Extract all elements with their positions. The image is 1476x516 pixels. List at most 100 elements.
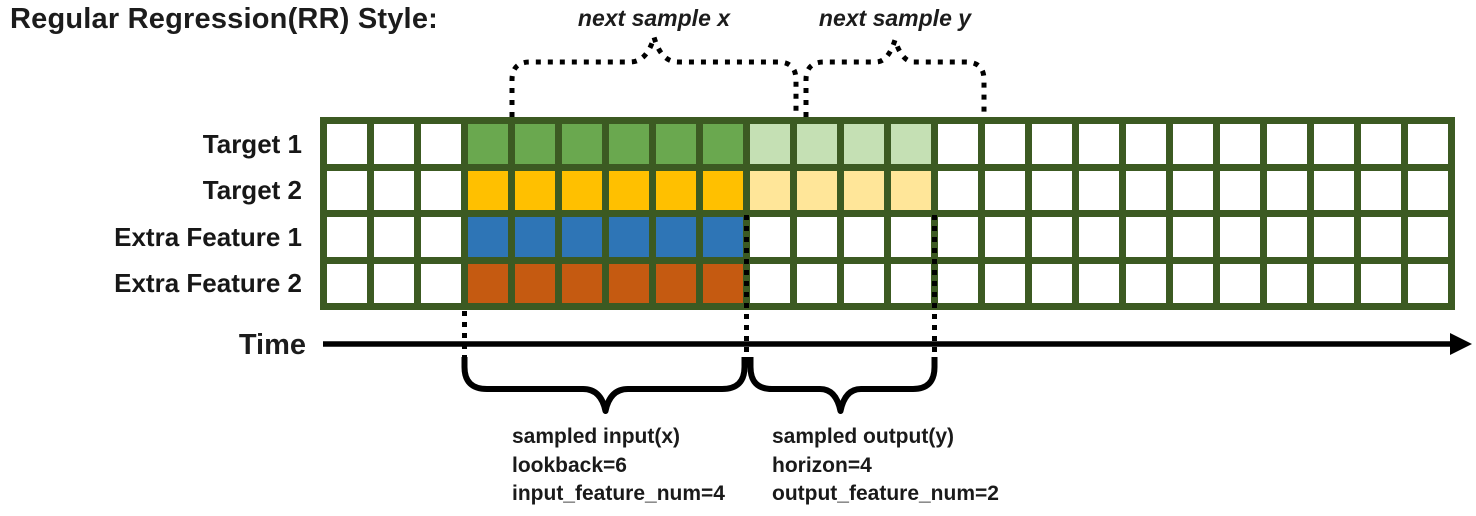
grid-cell (1032, 263, 1072, 303)
grid-cell (985, 263, 1025, 303)
grid-cell (374, 217, 414, 257)
grid-cell (891, 263, 931, 303)
grid-cell (421, 263, 461, 303)
grid-cell (1126, 170, 1166, 210)
grid-cell (891, 170, 931, 210)
grid-cell (891, 124, 931, 164)
sampled-output-line: sampled output(y) (772, 425, 954, 448)
grid-cell (1173, 263, 1213, 303)
grid-cell (327, 263, 367, 303)
horizon-line: horizon=4 (772, 453, 872, 477)
sampled-output-note: sampled output(y) horizon=4 output_featu… (772, 423, 999, 509)
grid-cell (515, 263, 555, 303)
grid-cell (1361, 124, 1401, 164)
sampled-input-note: sampled input(x) lookback=6 input_featur… (512, 423, 725, 509)
grid-cell (750, 217, 790, 257)
grid-cell (844, 170, 884, 210)
row-label: Extra Feature 2 (114, 268, 302, 298)
grid-cell (1267, 170, 1307, 210)
grid-cell (1126, 124, 1166, 164)
grid-cell (703, 170, 743, 210)
grid-cell (1079, 124, 1119, 164)
grid-cell (797, 170, 837, 210)
grid-cell (985, 170, 1025, 210)
grid-cell (1220, 124, 1260, 164)
grid-cell (327, 124, 367, 164)
grid-cell (703, 124, 743, 164)
sampled-output-brace-icon (747, 357, 938, 414)
grid-cell (609, 170, 649, 210)
grid-cell (468, 263, 508, 303)
grid-cell (468, 217, 508, 257)
grid-cell (1173, 170, 1213, 210)
grid-cell (656, 170, 696, 210)
grid-cell (656, 217, 696, 257)
grid-cell (1267, 217, 1307, 257)
sampled-input-brace-icon (461, 357, 748, 414)
grid-cell (703, 217, 743, 257)
grid-cell (1361, 217, 1401, 257)
grid-cell (1314, 170, 1354, 210)
row-label: Extra Feature 1 (114, 221, 302, 252)
grid-cell (1032, 170, 1072, 210)
grid-cell (797, 263, 837, 303)
grid-cell (1408, 170, 1448, 210)
grid-cell (1032, 217, 1072, 257)
row-labels: Target 1 Target 2 Extra Feature 1 Extra Fea… (0, 0, 312, 320)
grid-cell (656, 263, 696, 303)
grid-cell (1079, 170, 1119, 210)
grid-cell (1314, 217, 1354, 257)
grid-cell (1173, 124, 1213, 164)
next-sample-x-label: next sample x (577, 5, 731, 31)
grid-cell (844, 124, 884, 164)
next-sample-x-brace-icon (509, 27, 799, 117)
grid-cell (1126, 263, 1166, 303)
grid-cell (374, 263, 414, 303)
grid-cell (1220, 263, 1260, 303)
grid-cell (938, 217, 978, 257)
grid-cell (1126, 217, 1166, 257)
grid-cell (562, 217, 602, 257)
row-label: Target 2 (202, 175, 302, 205)
grid-cell (656, 124, 696, 164)
grid-cell (938, 124, 978, 164)
grid-cell (938, 263, 978, 303)
time-axis-label: Time (238, 329, 306, 361)
grid-cell (421, 170, 461, 210)
grid-cell (327, 217, 367, 257)
grid-cell (750, 170, 790, 210)
grid-cell (562, 170, 602, 210)
sample-grid (320, 117, 1455, 310)
next-sample-y-label: next sample y (818, 5, 972, 31)
grid-cell (374, 124, 414, 164)
grid-cell (421, 124, 461, 164)
grid-cell (1408, 263, 1448, 303)
grid-cell (1408, 217, 1448, 257)
grid-cell (1267, 124, 1307, 164)
grid-cell (1220, 217, 1260, 257)
grid-cell (1314, 263, 1354, 303)
grid-cell (1220, 170, 1260, 210)
output-feature-num-line: output_feature_num=2 (772, 482, 999, 505)
grid-cell (421, 217, 461, 257)
row-label: Target 1 (202, 128, 302, 159)
grid-cell (609, 217, 649, 257)
grid-cell (750, 263, 790, 303)
lookback-line: lookback=6 (512, 453, 627, 477)
grid-cell (844, 263, 884, 303)
grid-cell (562, 124, 602, 164)
diagram-title: Regular Regression(RR) Style: (10, 3, 438, 35)
grid-cell (515, 217, 555, 257)
sampled-input-line: sampled input(x) (512, 425, 681, 448)
grid-cell (468, 124, 508, 164)
grid-cell (515, 124, 555, 164)
grid-cell (750, 124, 790, 164)
grid-cell (609, 124, 649, 164)
input-feature-num-line: input_feature_num=4 (512, 482, 725, 505)
grid-cell (1079, 217, 1119, 257)
time-axis-arrowhead-icon (1450, 333, 1472, 355)
grid-cell (468, 170, 508, 210)
grid-cell (374, 170, 414, 210)
grid-cell (515, 170, 555, 210)
grid-cell (1361, 263, 1401, 303)
